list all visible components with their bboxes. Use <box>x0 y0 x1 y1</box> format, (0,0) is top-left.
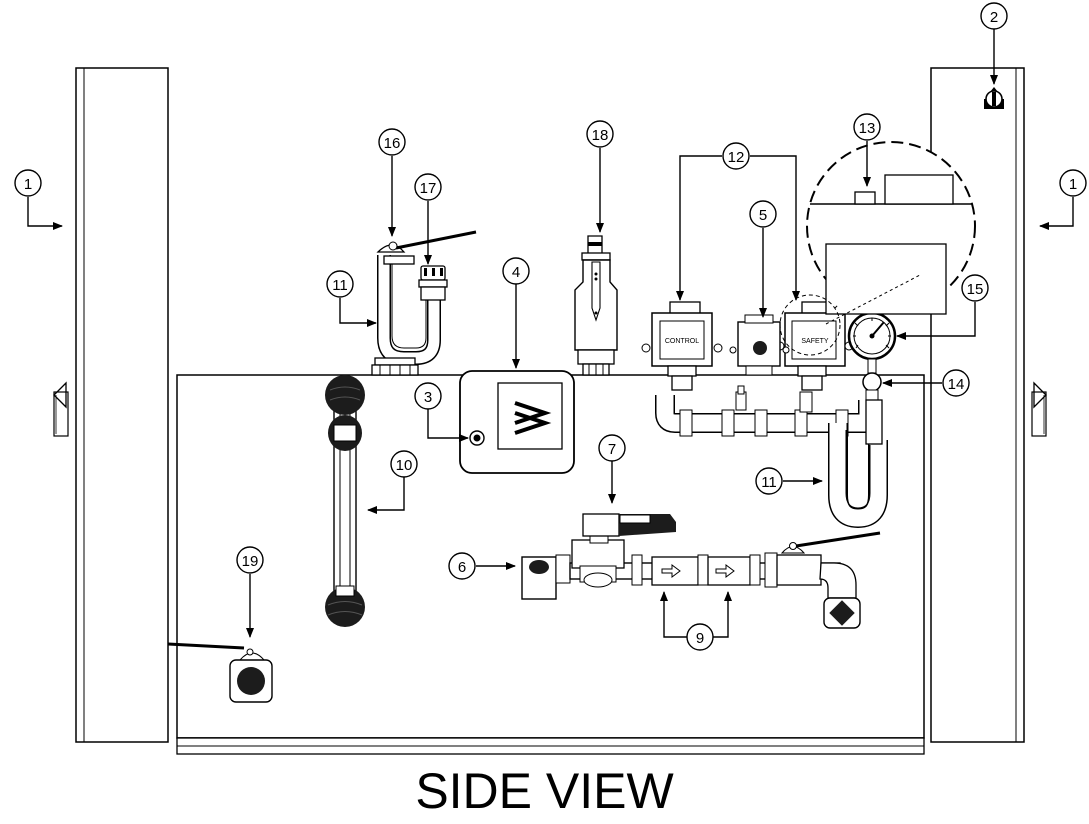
svg-text:11: 11 <box>332 277 348 294</box>
callout-3: 3 <box>414 382 442 410</box>
svg-text:6: 6 <box>458 559 466 576</box>
svg-text:3: 3 <box>424 389 432 406</box>
svg-text:5: 5 <box>759 207 767 224</box>
relief-valve <box>574 235 618 376</box>
svg-text:19: 19 <box>242 553 259 570</box>
left-door-handle <box>53 381 69 437</box>
callout-9: 9 <box>686 623 714 651</box>
svg-text:15: 15 <box>967 281 984 298</box>
svg-text:14: 14 <box>948 376 965 393</box>
callout-11-right: 11 <box>755 467 783 495</box>
callout-5: 5 <box>749 200 777 228</box>
callout-12: 12 <box>722 142 750 170</box>
callout-4: 4 <box>502 257 530 285</box>
svg-text:1: 1 <box>24 176 32 193</box>
gauge-valve <box>862 372 882 401</box>
callout-18: 18 <box>586 120 614 148</box>
sight-glass <box>325 375 365 627</box>
cabinet-base <box>176 737 925 755</box>
safety-pressure-switch: SAFETY <box>775 301 854 391</box>
solenoid-valve-line <box>521 513 881 629</box>
callout-17: 17 <box>414 173 442 201</box>
svg-text:18: 18 <box>592 127 609 144</box>
right-door-handle <box>1031 381 1047 437</box>
control-label: CONTROL <box>665 338 699 345</box>
control-pressure-switch: CONTROL <box>641 301 723 391</box>
callout-15: 15 <box>961 274 989 302</box>
svg-text:9: 9 <box>696 630 704 647</box>
left-door-panel <box>75 67 169 743</box>
svg-text:16: 16 <box>384 135 401 152</box>
svg-text:7: 7 <box>608 441 616 458</box>
callout-1-left: 1 <box>14 169 42 197</box>
callout-19: 19 <box>236 546 264 574</box>
manifold-piping <box>655 385 888 529</box>
door-lock <box>984 87 1004 109</box>
callout-2: 2 <box>980 2 1008 30</box>
callout-11-left: 11 <box>326 270 354 298</box>
callout-6: 6 <box>448 552 476 580</box>
callout-10: 10 <box>390 450 418 478</box>
svg-text:2: 2 <box>990 9 998 26</box>
svg-text:13: 13 <box>859 120 876 137</box>
detail-zoom-circle <box>779 141 976 356</box>
svg-text:1: 1 <box>1069 176 1077 193</box>
callout-1-right: 1 <box>1059 169 1087 197</box>
controller-enclosure <box>459 370 575 474</box>
vacuum-trap-assembly <box>371 230 477 376</box>
safety-label: SAFETY <box>801 338 829 345</box>
callout-7: 7 <box>598 434 626 462</box>
svg-text:10: 10 <box>396 457 413 474</box>
leader-lines <box>27 29 1074 638</box>
svg-text:12: 12 <box>728 149 745 166</box>
callout-14: 14 <box>942 369 970 397</box>
svg-text:17: 17 <box>420 180 437 197</box>
pilot-light <box>469 430 485 446</box>
svg-text:4: 4 <box>512 264 520 281</box>
callouts: 1 1 2 3 4 5 6 7 9 10 11 11 12 13 14 15 1… <box>14 2 1087 651</box>
low-water-device <box>729 314 790 376</box>
callout-16: 16 <box>378 128 406 156</box>
svg-text:11: 11 <box>761 474 777 491</box>
callout-13: 13 <box>853 113 881 141</box>
pressure-gauge <box>847 311 897 374</box>
drain-ball-valve <box>167 642 273 703</box>
view-title: SIDE VIEW <box>415 763 674 819</box>
